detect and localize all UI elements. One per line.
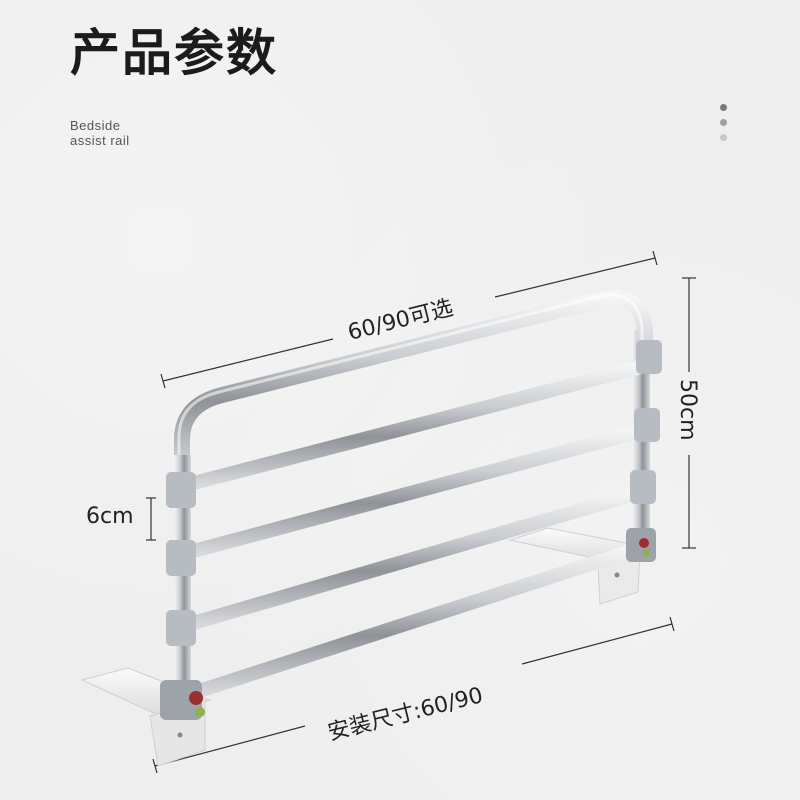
- install-dim-tick-left: [152, 758, 158, 774]
- height-dimension-label: 50cm: [675, 379, 700, 441]
- install-dim-line-right: [521, 623, 673, 665]
- left-connector-1: [166, 472, 196, 508]
- spacing-dimension: 6cm: [86, 497, 156, 541]
- right-connectors: [626, 340, 662, 562]
- left-connector-3: [166, 610, 196, 646]
- install-dimension-label: 安装尺寸:60/90: [325, 683, 485, 746]
- rail-bar-2: [183, 423, 652, 559]
- page-title: 产品参数: [70, 24, 278, 82]
- install-dim-tick-right: [669, 616, 675, 632]
- left-connectors: [160, 472, 205, 720]
- install-dimension: 安装尺寸:60/90: [152, 616, 675, 774]
- length-dim-tick-right: [652, 250, 658, 266]
- rail-bar-4: [183, 541, 647, 701]
- length-dimension: 60/90可选: [160, 250, 658, 389]
- subtitle-line-2: assist rail: [70, 133, 130, 148]
- height-dimension: 50cm: [675, 277, 700, 549]
- right-plate-screw: [614, 572, 620, 578]
- right-connector-2: [634, 408, 660, 442]
- length-dim-tick-left: [160, 373, 166, 389]
- right-connector-1: [636, 340, 662, 374]
- page-indicator-dots: [720, 104, 728, 149]
- install-dim-line-left: [154, 725, 306, 767]
- length-dim-line-left: [162, 338, 334, 382]
- indicator-dot-1: [720, 104, 727, 111]
- spacing-dimension-label: 6cm: [86, 504, 134, 529]
- right-lock-indicator: [642, 549, 650, 557]
- product-subtitle: Bedside assist rail: [70, 118, 130, 148]
- left-lock-button: [189, 691, 203, 705]
- rail-bar-3: [183, 485, 649, 631]
- indicator-dot-2: [720, 119, 727, 126]
- top-rail: [174, 290, 653, 478]
- indicator-dot-3: [720, 134, 727, 141]
- horizontal-bars: [183, 359, 652, 701]
- left-hinge: [160, 680, 202, 720]
- rail-bar-1: [183, 359, 652, 491]
- right-connector-3: [630, 470, 656, 504]
- top-rail-highlight: [177, 293, 644, 467]
- right-lock-button: [639, 538, 649, 548]
- left-connector-2: [166, 540, 196, 576]
- left-lock-indicator: [195, 707, 205, 717]
- left-plate-screw: [177, 732, 183, 738]
- subtitle-line-1: Bedside: [70, 118, 121, 133]
- length-dim-line-right: [494, 257, 656, 298]
